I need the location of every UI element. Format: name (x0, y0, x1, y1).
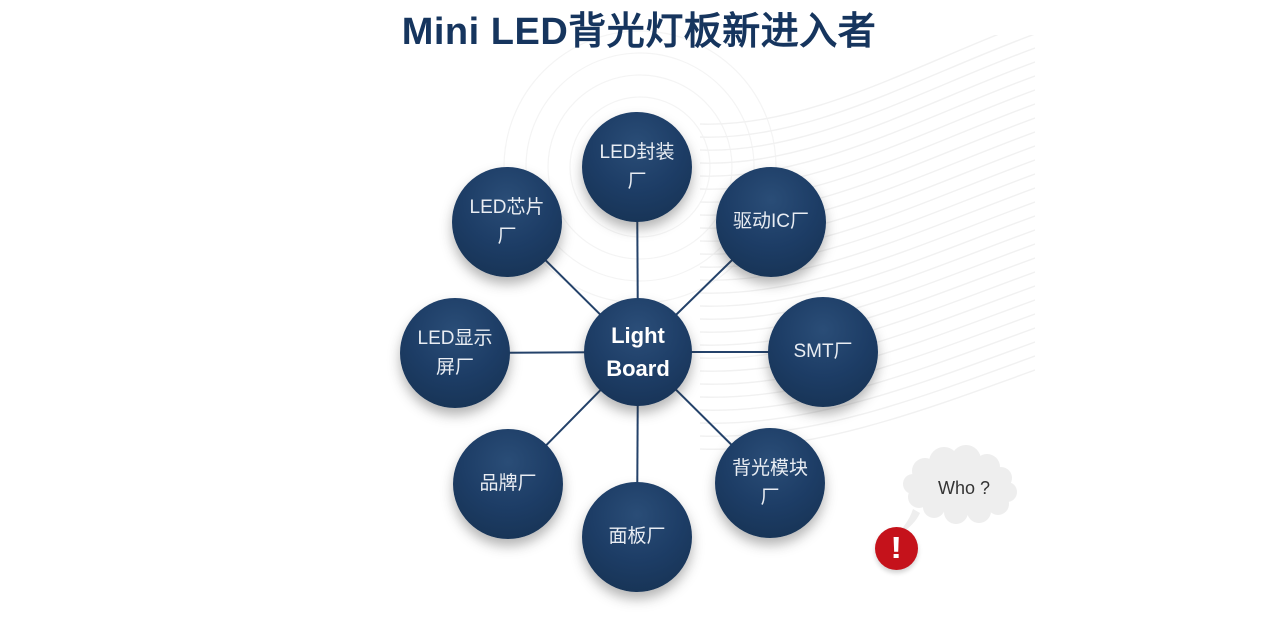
thought-bubble-icon (893, 445, 1017, 537)
node-panel-plant: 面板厂 (582, 482, 692, 592)
exclamation-icon: ! (875, 527, 918, 570)
node-label: 品牌厂 (479, 473, 537, 495)
node-led-display-plant: LED显示 屏厂 (400, 298, 510, 408)
node-label: 驱动IC厂 (732, 211, 809, 233)
node-label: LED封装 厂 (599, 141, 675, 192)
node-label: 背光模块 厂 (731, 457, 808, 508)
page-title: Mini LED背光灯板新进入者 (401, 11, 877, 53)
node-label: LED芯片 厂 (469, 196, 545, 247)
node-backlight-module-plant: 背光模块 厂 (715, 428, 825, 538)
node-driver-ic-plant: 驱动IC厂 (716, 167, 826, 277)
node-label: LED显示 屏厂 (417, 327, 493, 378)
node-smt-plant: SMT厂 (768, 297, 878, 407)
node-brand-plant: 品牌厂 (453, 429, 563, 539)
thought-bubble-text: Who ? (937, 477, 991, 498)
exclamation-glyph: ! (890, 530, 903, 565)
node-light-board-center: Light Board (584, 298, 692, 406)
node-led-chip-plant: LED芯片 厂 (452, 167, 562, 277)
node-led-packaging-plant: LED封装 厂 (582, 112, 692, 222)
node-label: Light Board (606, 323, 670, 381)
node-label: SMT厂 (793, 341, 853, 363)
node-label: 面板厂 (608, 526, 666, 548)
